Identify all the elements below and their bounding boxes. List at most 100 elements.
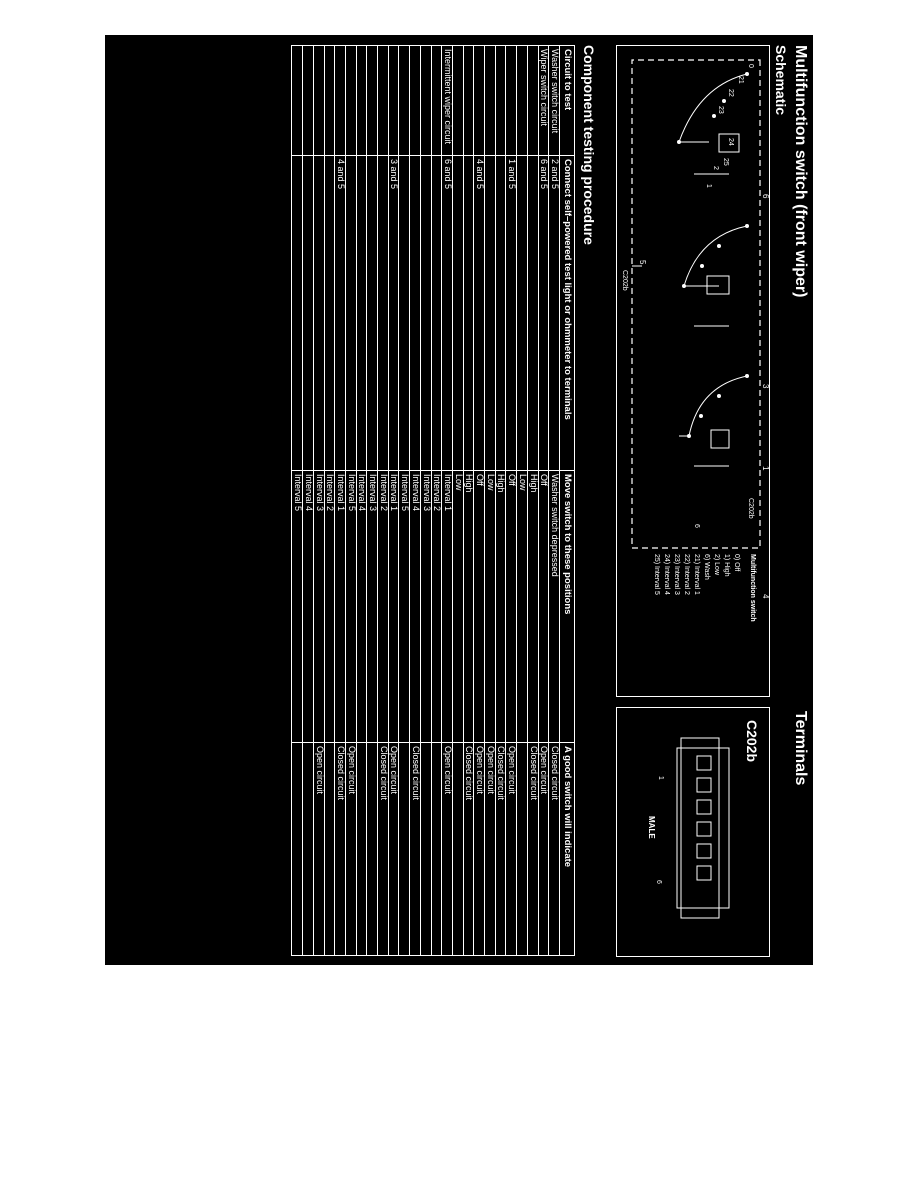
table-cell-result: Closed circuit [463, 742, 474, 956]
table-row: Interval 5 [398, 45, 410, 956]
table-cell-result: Closed circuit [409, 742, 421, 956]
connector-name: C202b [744, 720, 760, 762]
table-cell-position: Interval 4 [356, 470, 367, 743]
table-cell-result: Closed circuit [334, 742, 346, 956]
table-cell-circuit [366, 45, 378, 156]
table-cell-result [366, 742, 378, 956]
connector-label-bottom: C202b [621, 270, 628, 291]
table-cell-position: Washer switch depressed [548, 470, 560, 743]
table-cell-terminals [516, 155, 528, 471]
legend-item: 2) Low [713, 554, 720, 576]
pos-label-23: 23 [717, 106, 724, 114]
table-cell-circuit [516, 45, 528, 156]
legend-item: 21) Interval 1 [693, 554, 700, 595]
table-cell-result: Closed circuit [548, 742, 560, 956]
legend-item: 22) Interval 2 [683, 554, 690, 595]
table-cell-circuit [291, 45, 303, 156]
table-row: Low [516, 45, 528, 956]
table-cell-position: Interval 3 [366, 470, 378, 743]
legend-item: 23) Interval 3 [673, 554, 680, 595]
table-cell-circuit [345, 45, 357, 156]
table-cell-circuit: Washer switch circuit [548, 45, 560, 156]
pos-label-24: 24 [727, 138, 734, 146]
connector-diagram: C202b 1 6 MALE [647, 720, 760, 919]
table-row: Low [452, 45, 464, 956]
table-cell-circuit [463, 45, 474, 156]
table-cell-terminals [291, 155, 303, 471]
terminals-panel: C202b 1 6 MALE [616, 707, 770, 957]
table-cell-result: Open circuit [345, 742, 357, 956]
table-cell-terminals: 6 and 5 [441, 155, 453, 471]
legend-title: Multifunction switch [749, 554, 756, 622]
table-cell-circuit: Wiper switch circuit [538, 45, 549, 156]
pos-label-1: 1 [705, 184, 712, 188]
legend-item: 24) Interval 4 [663, 554, 670, 595]
table-cell-result [324, 742, 335, 956]
table-cell-result: Open circuit [484, 742, 496, 956]
table-cell-terminals [431, 155, 442, 471]
table-cell-terminals: 3 and 5 [388, 155, 399, 471]
table-row: Interval 3 [420, 45, 432, 956]
table-cell-position: Low [452, 470, 464, 743]
table-cell-terminals [463, 155, 474, 471]
table-cell-terminals [366, 155, 378, 471]
schematic-diagram: 6 3 1 4 2 C202b 5 0 21 22 23 [621, 59, 770, 851]
table-cell-position: Interval 1 [441, 470, 453, 743]
table-cell-position: Off [505, 470, 517, 743]
table-cell-result: Closed circuit [527, 742, 539, 956]
terminal-4-label: 4 [761, 594, 769, 599]
connector-label-top: C202b [747, 498, 754, 519]
terminal-5-label: 5 [638, 260, 647, 265]
table-cell-position: Interval 5 [291, 470, 303, 743]
terminals-heading: Terminals [792, 711, 809, 786]
table-row: Interval 5 [291, 45, 303, 956]
table-cell-circuit [452, 45, 464, 156]
table-cell-terminals [377, 155, 389, 471]
table-cell-terminals [452, 155, 464, 471]
table-cell-position: Interval 1 [334, 470, 346, 743]
legend-item: 1) High [723, 554, 730, 577]
table-cell-result: Open circuit [441, 742, 453, 956]
table-cell-terminals [527, 155, 539, 471]
table-cell-circuit [377, 45, 389, 156]
table-cell-result: Closed circuit [495, 742, 506, 956]
table-cell-circuit [313, 45, 325, 156]
table-cell-terminals [495, 155, 506, 471]
schematic-panel: 6 3 1 4 2 C202b 5 0 21 22 23 [616, 45, 770, 851]
col-header-terminals: Connect self–powered test light or ohmme… [559, 155, 575, 471]
table-cell-circuit [334, 45, 346, 156]
table-cell-position: Interval 5 [345, 470, 357, 743]
testing-table: Circuit to test Connect self–powered tes… [291, 45, 575, 956]
table-cell-circuit [324, 45, 335, 156]
table-cell-position: Interval 3 [313, 470, 325, 743]
legend-item: 25) Interval 5 [653, 554, 660, 595]
table-cell-circuit [302, 45, 314, 156]
table-cell-result: Open circuit [313, 742, 325, 956]
table-cell-result [431, 742, 442, 956]
table-cell-result [398, 742, 410, 956]
table-cell-position: Interval 2 [431, 470, 442, 743]
table-cell-position: Off [473, 470, 485, 743]
table-cell-terminals: 4 and 5 [473, 155, 485, 471]
sheet-content: Multifunction switch (front wiper) Schem… [105, 35, 813, 965]
col-header-result: A good switch will indicate [559, 742, 575, 956]
table-cell-circuit [409, 45, 421, 156]
table-cell-terminals [420, 155, 432, 471]
table-cell-result [420, 742, 432, 956]
schematic-heading: Schematic [773, 45, 789, 116]
table-cell-result [452, 742, 464, 956]
pos-label-25: 25 [722, 158, 729, 166]
col-header-positions: Move switch to these positions [559, 470, 575, 743]
